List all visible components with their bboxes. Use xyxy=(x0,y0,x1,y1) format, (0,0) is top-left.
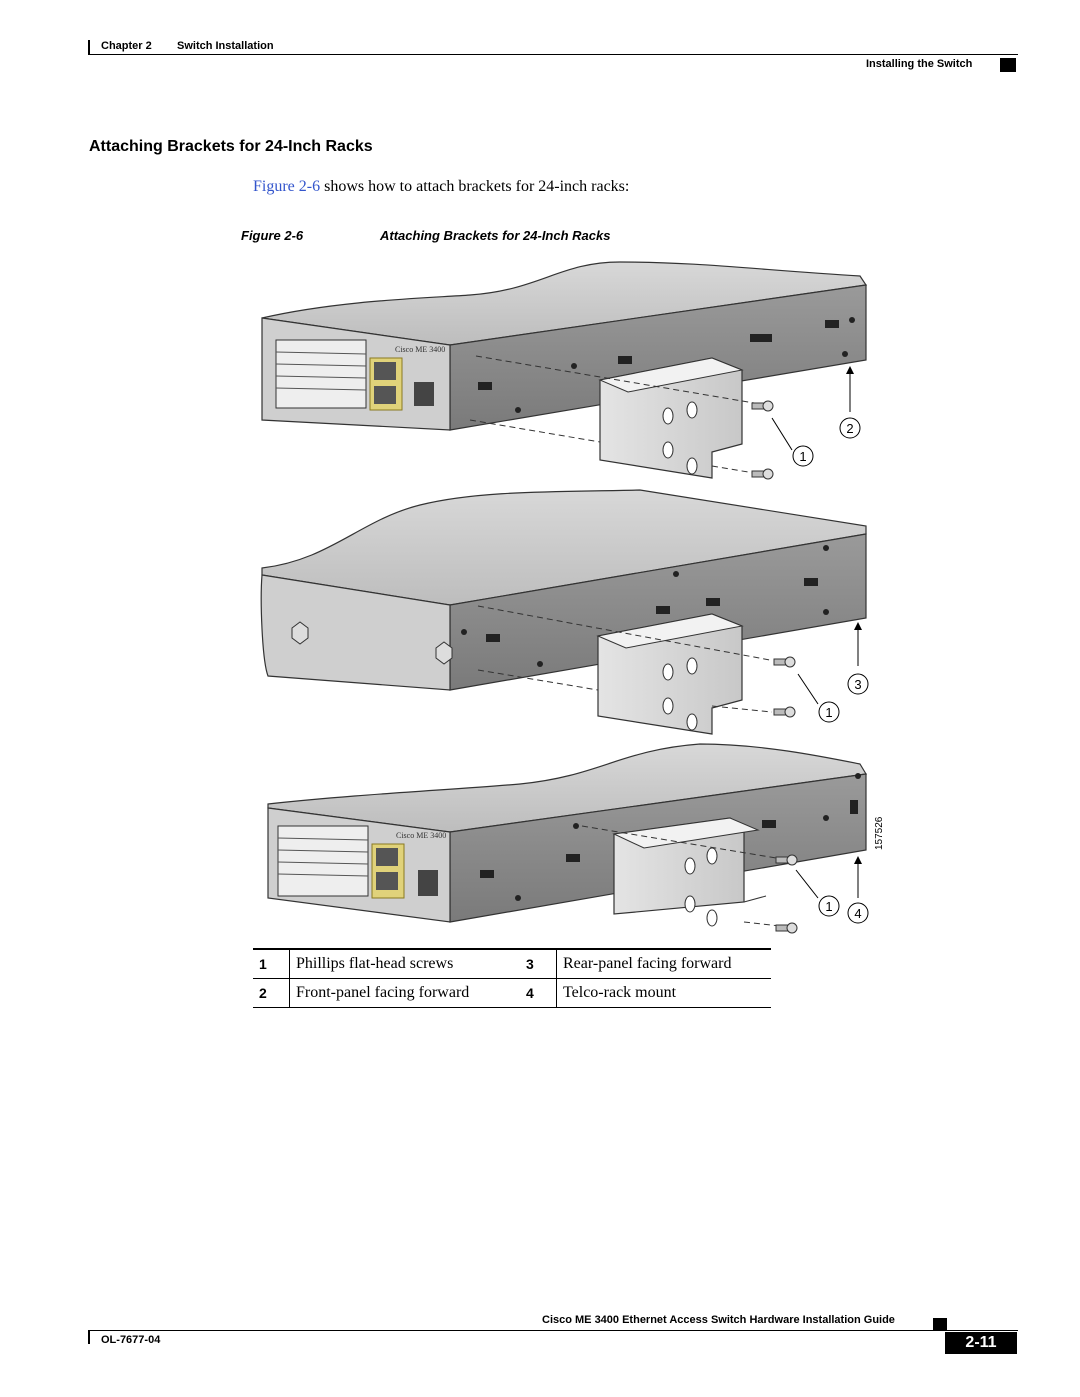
footer-guide-title: Cisco ME 3400 Ethernet Access Switch Har… xyxy=(542,1314,895,1326)
header-rule xyxy=(88,54,1018,55)
legend-number: 1 xyxy=(259,956,267,972)
section-heading: Attaching Brackets for 24-Inch Racks xyxy=(89,138,373,155)
switch-front-facing: Cisco ME 3400 2 1 xyxy=(261,261,868,480)
footer-rule xyxy=(88,1330,1018,1331)
legend-row: 2 Front-panel facing forward 4 Telco-rac… xyxy=(253,978,771,1008)
svg-text:157526: 157526 xyxy=(874,816,885,850)
footer-left-bar xyxy=(88,1330,90,1344)
header-chapter-title: Switch Installation xyxy=(177,40,274,52)
svg-text:2: 2 xyxy=(846,421,853,436)
figure-label: Figure 2-6 xyxy=(241,228,304,243)
footer-doc-number: OL-7677-04 xyxy=(101,1334,161,1346)
switch-rear-facing: 3 1 xyxy=(260,489,869,735)
page-number-box: 2-11 xyxy=(945,1332,1017,1354)
svg-text:1: 1 xyxy=(825,705,832,720)
figure-title: Attaching Brackets for 24-Inch Racks xyxy=(380,228,611,243)
legend-number: 3 xyxy=(526,956,534,972)
legend-description: Rear-panel facing forward xyxy=(556,949,771,979)
header-section: Installing the Switch xyxy=(866,58,973,70)
svg-text:Cisco ME 3400: Cisco ME 3400 xyxy=(395,345,445,354)
callout-legend-table: 1 Phillips flat-head screws 3 Rear-panel… xyxy=(253,948,771,1008)
page-number: 2-11 xyxy=(965,1334,997,1351)
svg-text:1: 1 xyxy=(825,899,832,914)
legend-row: 1 Phillips flat-head screws 3 Rear-panel… xyxy=(253,949,771,979)
legend-number: 2 xyxy=(259,985,267,1001)
figure-caption: Figure 2-6 Attaching Brackets for 24-Inc… xyxy=(241,228,610,243)
body-text: shows how to attach brackets for 24-inch… xyxy=(320,178,630,195)
figure-link[interactable]: Figure 2-6 xyxy=(253,178,321,195)
header-chapter: Chapter 2 xyxy=(101,40,152,52)
switch-telco-mount: Cisco ME 3400 4 1 xyxy=(267,743,869,934)
header-square-marker xyxy=(1000,58,1016,72)
legend-description: Telco-rack mount xyxy=(556,978,771,1008)
legend-description: Phillips flat-head screws xyxy=(289,949,520,979)
legend-description: Front-panel facing forward xyxy=(289,978,520,1008)
header-left-bar xyxy=(88,40,90,54)
body-paragraph: Figure 2-6 shows how to attach brackets … xyxy=(253,178,629,196)
svg-text:4: 4 xyxy=(854,906,861,921)
legend-number: 4 xyxy=(526,985,534,1001)
svg-text:Cisco ME 3400: Cisco ME 3400 xyxy=(396,831,446,840)
svg-text:1: 1 xyxy=(799,449,806,464)
footer-square-marker xyxy=(933,1318,947,1330)
svg-text:3: 3 xyxy=(854,677,861,692)
